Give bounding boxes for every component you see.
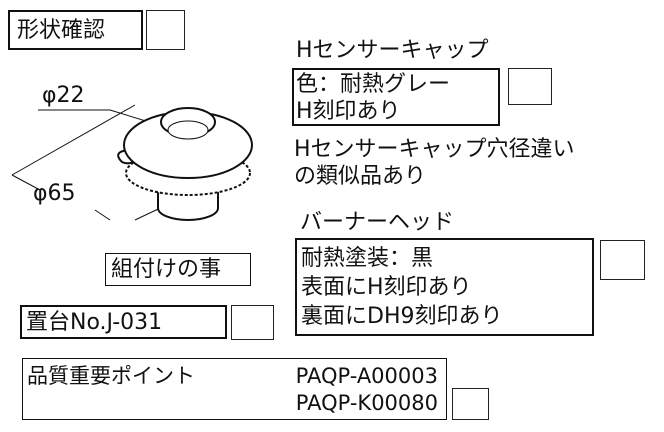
sensor-cap-spec-line: 色：耐熱グレー [296,72,451,97]
sensor-cap-spec-box: 色：耐熱グレー H刻印あり [292,68,500,126]
burner-head-spec-line: 耐熱塗装：黒 [301,246,434,271]
stand-box: 置台No.J-031 [20,305,227,339]
burner-cap-shape [117,107,253,221]
warning-line: の類似品あり [294,164,427,189]
quality-checkbox[interactable] [452,388,489,420]
burner-head-spec-line: 裏面にDH9刻印あり [301,304,503,329]
warning-line: Hセンサーキャップ穴径違い [294,137,575,162]
sensor-cap-checkbox[interactable] [508,68,552,105]
dim-line-65-a [11,104,136,176]
burner-head-spec-line: 表面にH刻印あり [301,275,472,300]
outer-diameter-label: φ65 [33,181,76,206]
title-label: 形状確認 [17,18,106,43]
burner-head-checkbox[interactable] [600,240,645,280]
quality-box: 品質重要ポイント PAQP-A00003 PAQP-K00080 [22,358,447,420]
sensor-cap-warning: Hセンサーキャップ穴径違い の類似品あり [294,136,575,190]
stand-checkbox[interactable] [231,305,274,340]
stand-label: 置台No.J-031 [26,310,163,335]
quality-label: 品質重要ポイント [27,364,195,388]
sensor-cap-heading: Hセンサーキャップ [296,38,489,63]
burner-head-heading: バーナーヘッド [300,210,455,235]
quality-code: PAQP-A00003 [295,364,438,388]
shape-check-checkbox[interactable] [146,10,185,50]
dim-line-65-b [11,174,41,191]
assembly-note-box: 組付けの事 [105,253,251,286]
part-drawing [11,104,253,221]
sensor-cap-spec-line: H刻印あり [296,99,401,124]
assembly-note: 組付けの事 [111,257,222,282]
title-box: 形状確認 [8,10,143,50]
burner-head-spec-box: 耐熱塗装：黒 表面にH刻印あり 裏面にDH9刻印あり [295,238,594,336]
inner-diameter-label: φ22 [42,83,85,108]
quality-code: PAQP-K00080 [295,391,438,415]
leader-65 [94,209,111,221]
